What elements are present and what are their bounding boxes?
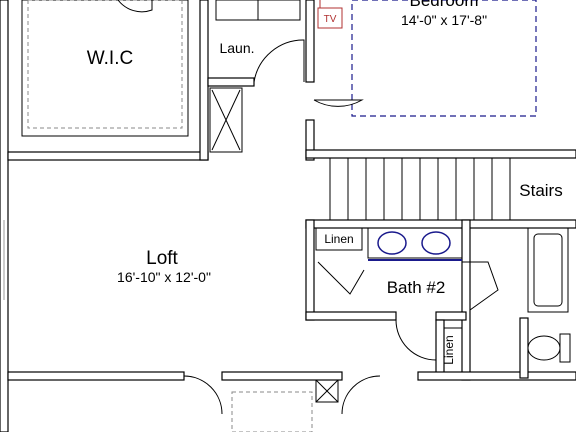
loft-right-wall: [305, 219, 315, 321]
tv-label: TV: [324, 14, 337, 25]
lower-closet-x-2: [315, 379, 339, 403]
bedroom-dimensions: 14'-0" x 17'-8": [401, 12, 487, 28]
stair-treads: [329, 158, 511, 220]
bedroom-door-swing: [313, 99, 364, 107]
wic-bottom-wall: [7, 151, 209, 161]
bath-closet-door: [317, 261, 365, 295]
bath-vanity: [367, 227, 463, 259]
bathtub-inner: [533, 233, 563, 307]
lower-room-top-wall-mid: [221, 371, 343, 381]
bedroom-furniture-outline: [351, 0, 537, 117]
hvac-closet: [209, 87, 243, 153]
laundry-label: Laun.: [219, 40, 254, 56]
lower-door-swing-left: [183, 375, 223, 415]
wic-label: W.I.C: [87, 48, 133, 69]
toilet-bowl: [527, 335, 561, 361]
bath2-label: Bath #2: [387, 278, 446, 297]
wic-right-wall: [199, 0, 209, 161]
wic-shelf-dashed: [27, 0, 183, 129]
sink-right: [421, 231, 451, 255]
wic-shelf-outline: [21, 0, 189, 137]
bathtub: [527, 227, 569, 313]
bath-angled-closet: [462, 261, 499, 311]
bedroom-bottom-wall: [305, 149, 576, 159]
sink-left: [377, 231, 407, 255]
lower-door-swing-right: [341, 375, 381, 415]
linen-top-box: [315, 227, 363, 251]
laundry-right-wall: [305, 0, 315, 83]
linen-side-label: Linen: [442, 335, 456, 364]
bath-bottom-wall-left: [305, 311, 397, 321]
laundry-bottom-wall: [207, 77, 255, 87]
lower-closet-box: [315, 379, 339, 403]
laundry-door-swing: [253, 39, 305, 83]
bath-right-wall: [461, 219, 471, 381]
bedroom-label: Bedroom: [410, 0, 479, 10]
bath-door-swing: [395, 319, 437, 361]
lower-closet-shelf: [231, 391, 313, 432]
hvac-x-2: [211, 89, 241, 151]
tv-icon: [317, 7, 343, 29]
linen-side-box: [443, 327, 463, 373]
linen-top-label: Linen: [324, 232, 353, 246]
wic-door-swing: [117, 0, 153, 13]
stairs-label: Stairs: [519, 181, 562, 200]
lower-room-top-wall-left: [7, 371, 185, 381]
toilet-tank: [559, 333, 571, 363]
exterior-wall-left: [0, 0, 9, 432]
bedroom-left-wall-lower: [305, 119, 315, 161]
toilet-wall: [519, 317, 529, 379]
loft-dimensions: 16'-10" x 12'-0": [117, 269, 211, 285]
lower-room-top-wall-right: [417, 371, 576, 381]
loft-label: Loft: [146, 248, 178, 269]
bath-bottom-wall-right: [435, 311, 467, 321]
stair-bottom-wall: [305, 219, 576, 229]
